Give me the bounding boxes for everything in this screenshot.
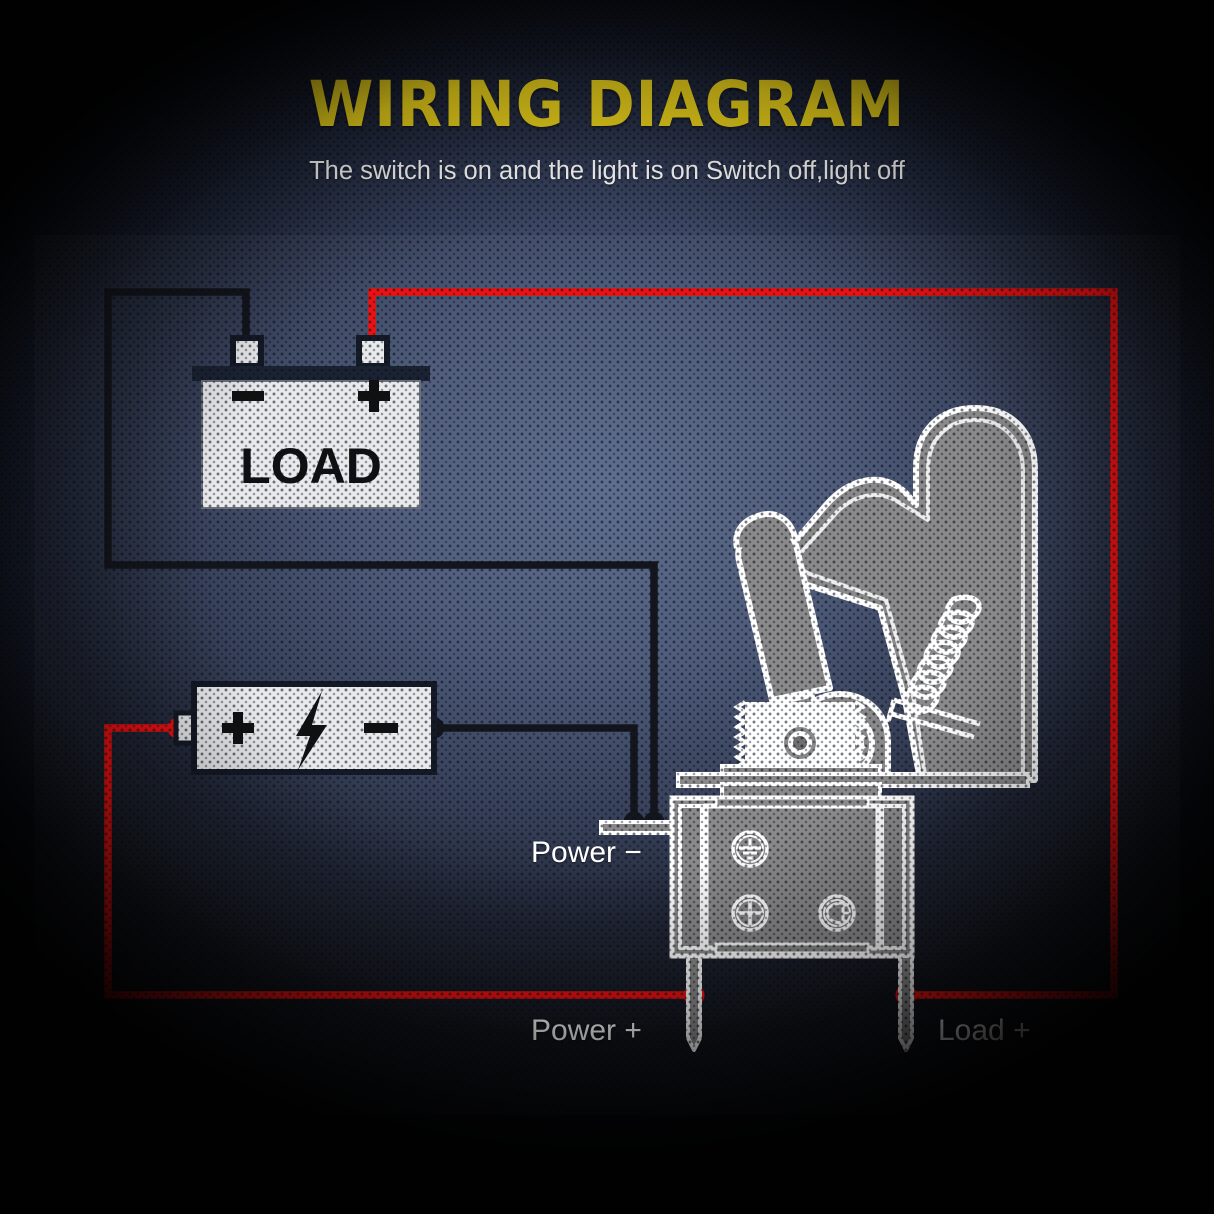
- power-positive-pin: [686, 954, 702, 1052]
- header: WIRING DIAGRAM The switch is on and the …: [0, 0, 1214, 186]
- load-positive-label: Load +: [938, 1014, 1031, 1047]
- load-positive-terminal: [356, 335, 390, 369]
- plus-cross-icon: [731, 894, 769, 932]
- toggle-switch-assembly: [599, 405, 1038, 1052]
- battery-minus-sign: [364, 723, 398, 733]
- load-negative-terminal: [230, 335, 264, 369]
- battery-negative-wire: [423, 717, 645, 833]
- switch-bushing-nut: [733, 700, 867, 774]
- load-top-bar: [192, 366, 430, 381]
- load-positive-pin: [898, 954, 914, 1052]
- page-title: WIRING DIAGRAM: [308, 68, 906, 141]
- load-minus-sign: [232, 391, 264, 401]
- load-label: LOAD: [240, 438, 382, 494]
- page-subtitle: The switch is on and the light is on Swi…: [309, 157, 905, 186]
- battery: [173, 681, 437, 775]
- load-box: LOAD: [192, 335, 430, 509]
- power-negative-label: Power −: [531, 836, 642, 869]
- power-positive-label: Power +: [531, 1014, 642, 1047]
- switch-body: [669, 795, 915, 959]
